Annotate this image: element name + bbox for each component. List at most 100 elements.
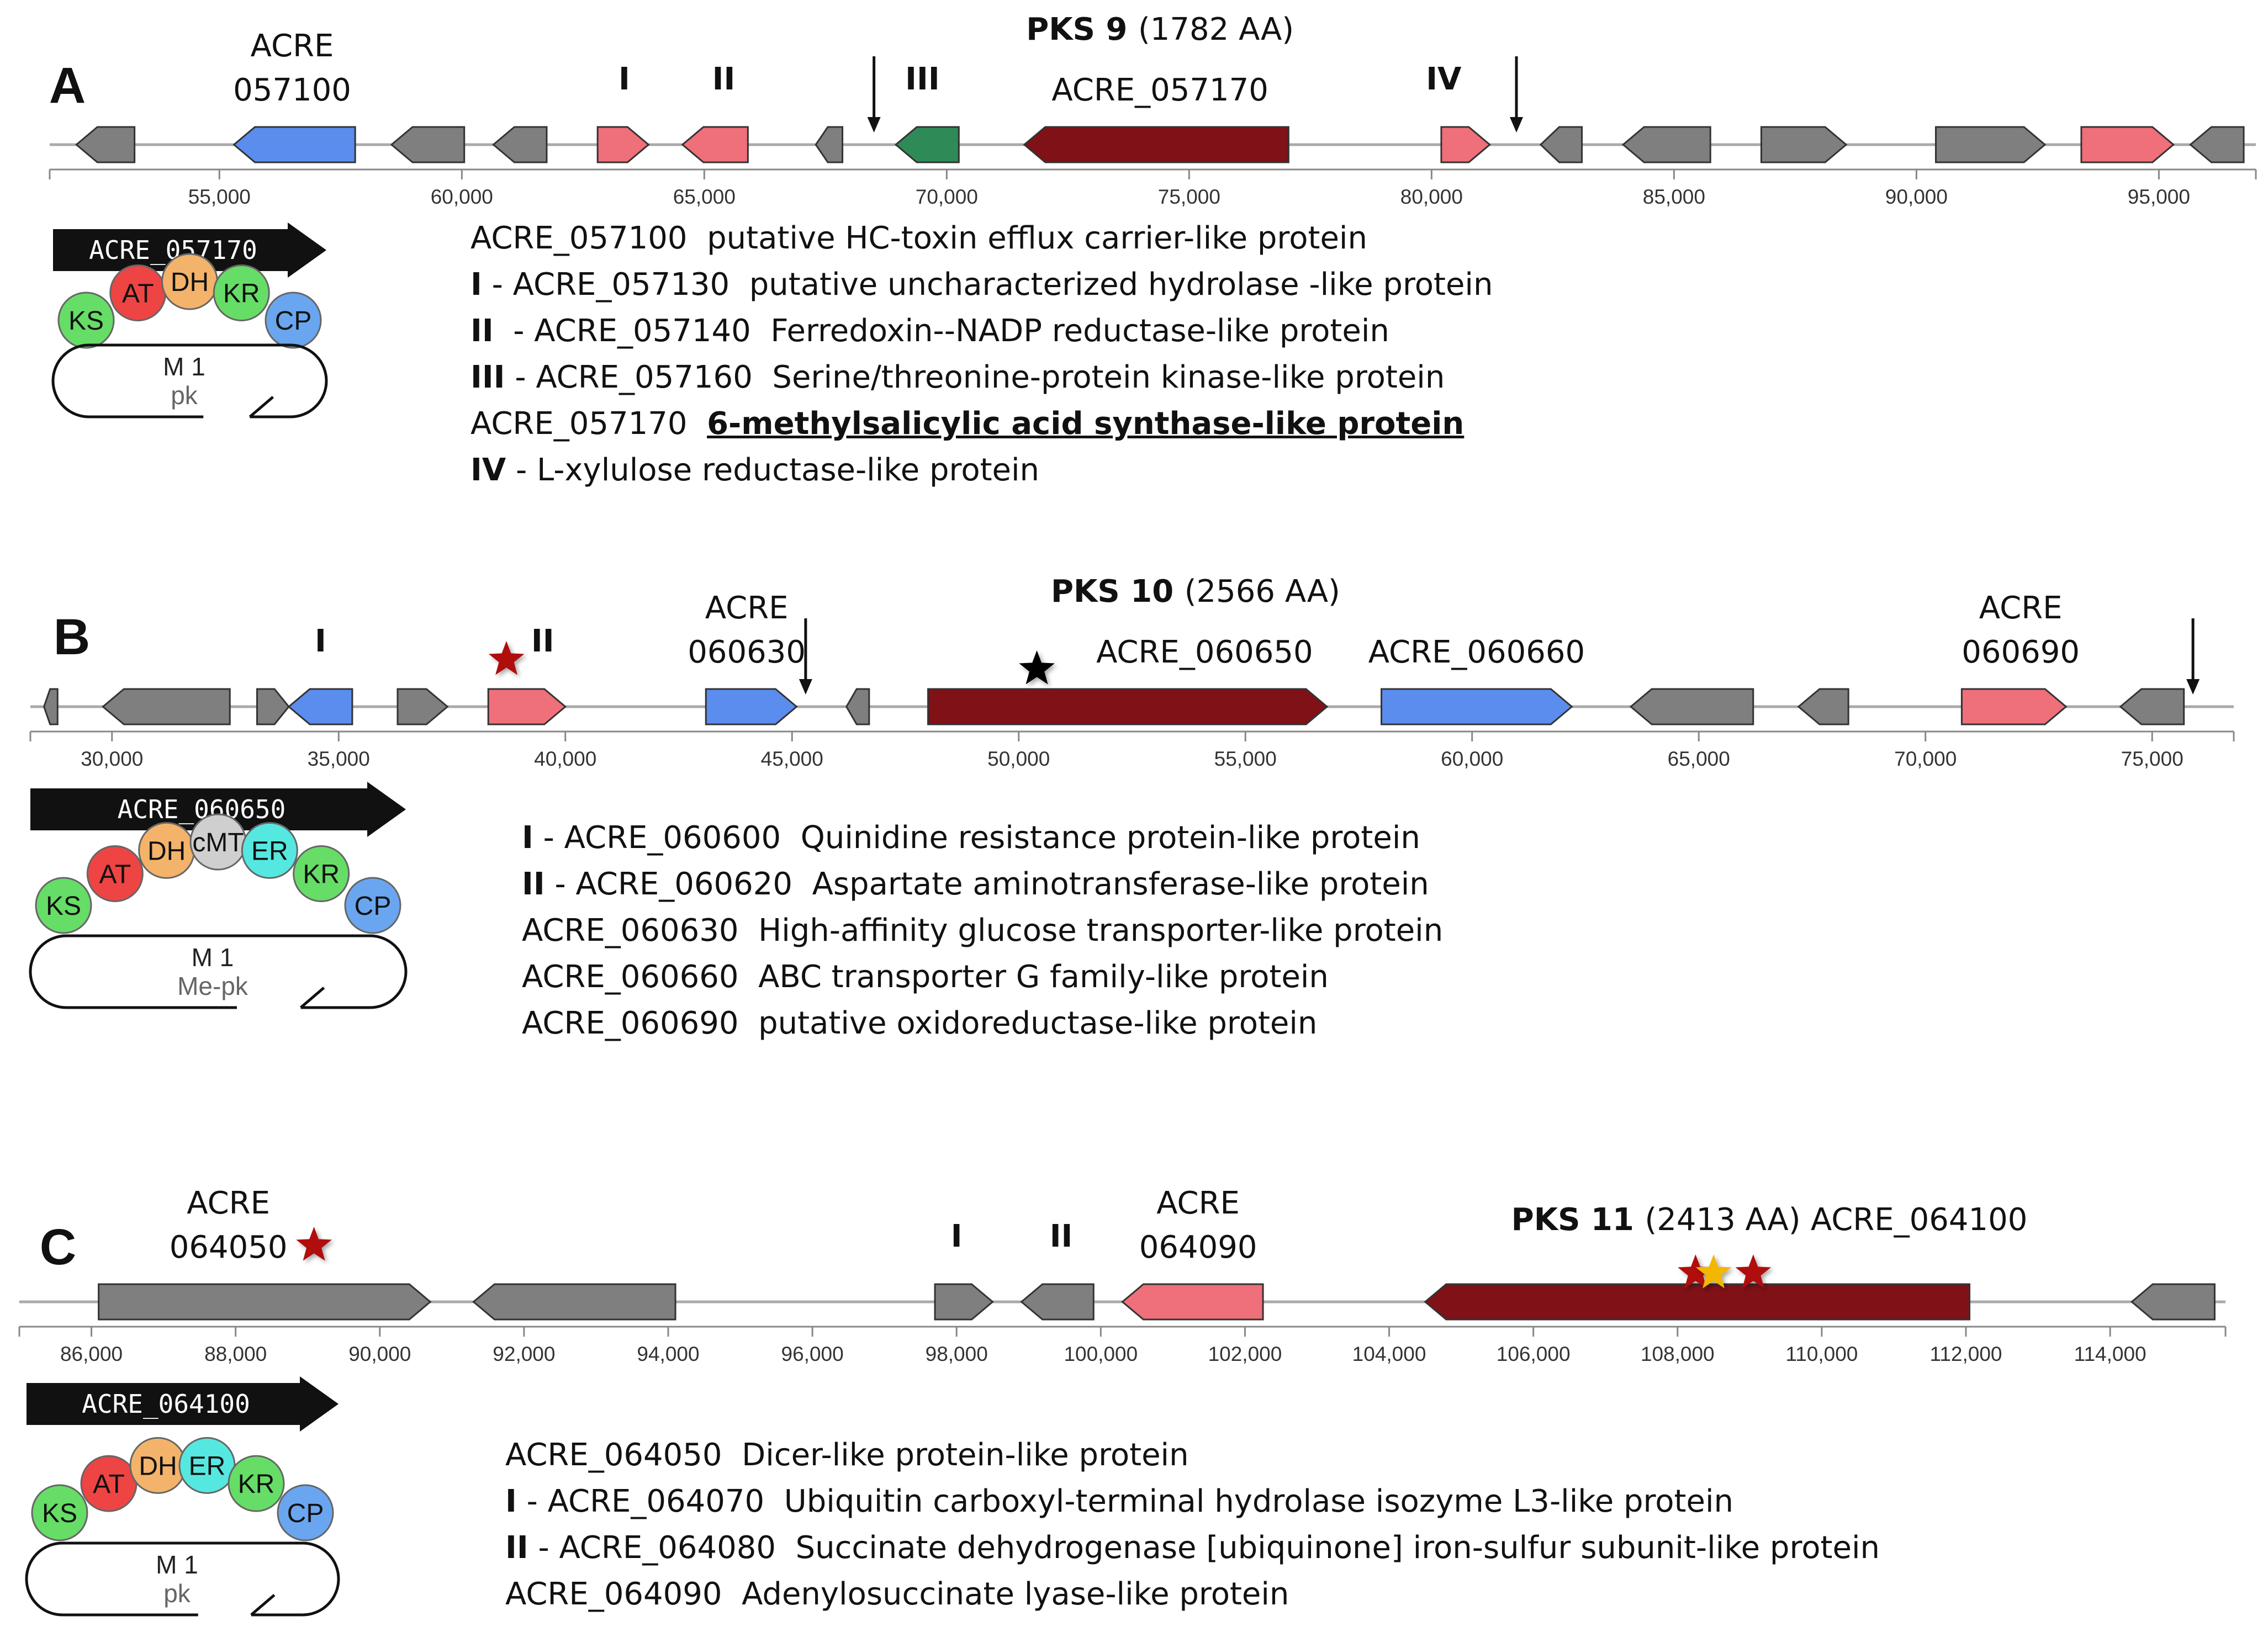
gene-label: 057100 [233, 72, 351, 108]
tick-label: 108,000 [1641, 1343, 1715, 1365]
tick-label: 80,000 [1400, 186, 1463, 208]
gene-label: 064090 [1139, 1230, 1257, 1265]
description-prefix: I [470, 267, 482, 303]
description-row: ACRE_060660 ABC transporter G family-lik… [522, 954, 1443, 1000]
description-text: - ACRE_057160 Serine/threonine-protein k… [505, 359, 1445, 395]
gene-arrow [98, 1283, 432, 1321]
gene-label: II [712, 61, 736, 97]
module-type: Me-pk [177, 972, 249, 1000]
star-icon [1678, 1254, 1714, 1289]
gene-label: I [315, 623, 326, 659]
tick-label: 70,000 [916, 186, 978, 208]
gene-arrow [2119, 688, 2185, 725]
gene-arrow [845, 688, 870, 725]
gene-arrow [43, 688, 59, 725]
gene-arrow [1935, 126, 2047, 163]
gene-label: ACRE_060660 [1368, 634, 1585, 670]
gene-arrow [1381, 688, 1573, 725]
description-text: - ACRE_064080 Succinate dehydrogenase [u… [528, 1530, 1880, 1566]
domain-label: CP [355, 892, 392, 921]
tick-label: 65,000 [1668, 748, 1730, 770]
domain-at [86, 845, 144, 902]
gene-arrow [487, 688, 567, 725]
panel-b-descriptions: I - ACRE_060600 Quinidine resistance pro… [522, 815, 1443, 1047]
tick-label: 85,000 [1643, 186, 1705, 208]
domain-er [241, 822, 298, 879]
description-row: I - ACRE_057130 putative uncharacterized… [470, 262, 1493, 308]
description-text: ACRE_057170 [470, 406, 707, 442]
domain-cp [344, 877, 401, 934]
module-type: pk [171, 381, 198, 410]
description-row: IV - L-xylulose reductase-like protein [470, 447, 1493, 494]
tick-label: 86,000 [60, 1343, 123, 1365]
gene-label: ACRE [705, 590, 789, 626]
domain-label: AT [93, 1470, 125, 1499]
domain-cp [277, 1484, 334, 1541]
domain-label: KR [223, 279, 260, 309]
gene-label: I [618, 61, 630, 97]
description-text: ACRE_060660 ABC transporter G family-lik… [522, 959, 1329, 995]
gene-arrow [1424, 1283, 1971, 1321]
gene-label: ACRE [1156, 1185, 1240, 1221]
module-loop [29, 934, 408, 1009]
description-prefix: I [505, 1483, 517, 1519]
domain-ks [31, 1484, 88, 1541]
description-row: II - ACRE_060620 Aspartate aminotransfer… [522, 861, 1443, 908]
tick-label: 106,000 [1497, 1343, 1571, 1365]
gene-arrow [1020, 1283, 1095, 1321]
gene-arrow [596, 126, 650, 163]
module-loop-tick [250, 1594, 276, 1616]
gene-arrow [927, 688, 1329, 725]
domain-label: CP [287, 1499, 324, 1528]
gene-arrow [1960, 688, 2068, 725]
gene-label: IV [1426, 61, 1462, 97]
panel-letter: C [40, 1219, 76, 1275]
description-prefix: I [522, 820, 533, 856]
domain-label: CP [275, 306, 312, 336]
tick-label: 50,000 [987, 748, 1050, 770]
boundary-arrow-head [799, 679, 812, 695]
domain-label: AT [99, 860, 131, 889]
tick-label: 90,000 [348, 1343, 411, 1365]
gene-label: II [1050, 1218, 1073, 1254]
tick-label: 55,000 [188, 186, 251, 208]
pks-gene-arrow [27, 1376, 339, 1432]
boundary-arrow-head [2186, 679, 2200, 695]
description-text: - ACRE_064070 Ubiquitin carboxyl-termina… [516, 1483, 1734, 1519]
gene-label: ACRE [187, 1185, 270, 1221]
gene-arrow [232, 126, 356, 163]
module-type: pk [163, 1579, 191, 1608]
description-row: ACRE_064050 Dicer-like protein-like prot… [505, 1432, 1880, 1479]
tick-label: 100,000 [1064, 1343, 1138, 1365]
gene-arrow [1121, 1283, 1264, 1321]
description-row: I - ACRE_064070 Ubiquitin carboxyl-termi… [505, 1479, 1880, 1525]
gene-label: II [531, 623, 554, 659]
description-text: ACRE_060690 putative oxidoreductase-like… [522, 1005, 1318, 1041]
gene-arrow [705, 688, 798, 725]
star-icon [488, 641, 525, 675]
domain-label: KS [46, 892, 81, 921]
domain-label: KS [68, 306, 104, 336]
gene-arrow [2130, 1283, 2216, 1321]
tick-label: 114,000 [2074, 1343, 2147, 1365]
panel-letter: B [54, 609, 90, 665]
gene-arrow [934, 1283, 994, 1321]
tick-label: 60,000 [431, 186, 493, 208]
description-emphasis: 6-methylsalicylic acid synthase-like pro… [707, 406, 1465, 442]
gene-arrow [1797, 688, 1849, 725]
tick-label: 60,000 [1441, 748, 1503, 770]
gene-label: ACRE_064100 [1811, 1202, 2028, 1238]
domain-label: AT [122, 279, 154, 309]
tick-label: 70,000 [1894, 748, 1957, 770]
pks-title: PKS 10 (2566 AA) [1051, 574, 1340, 610]
tick-label: 98,000 [926, 1343, 988, 1365]
panel-c-descriptions: ACRE_064050 Dicer-like protein-like prot… [505, 1432, 1880, 1618]
star-icon [1735, 1254, 1772, 1289]
tick-label: 75,000 [1158, 186, 1220, 208]
gene-arrow [75, 126, 136, 163]
gene-arrow [2080, 126, 2175, 163]
tick-label: 65,000 [673, 186, 736, 208]
domain-label: cMT [192, 828, 244, 857]
tick-label: 45,000 [761, 748, 823, 770]
